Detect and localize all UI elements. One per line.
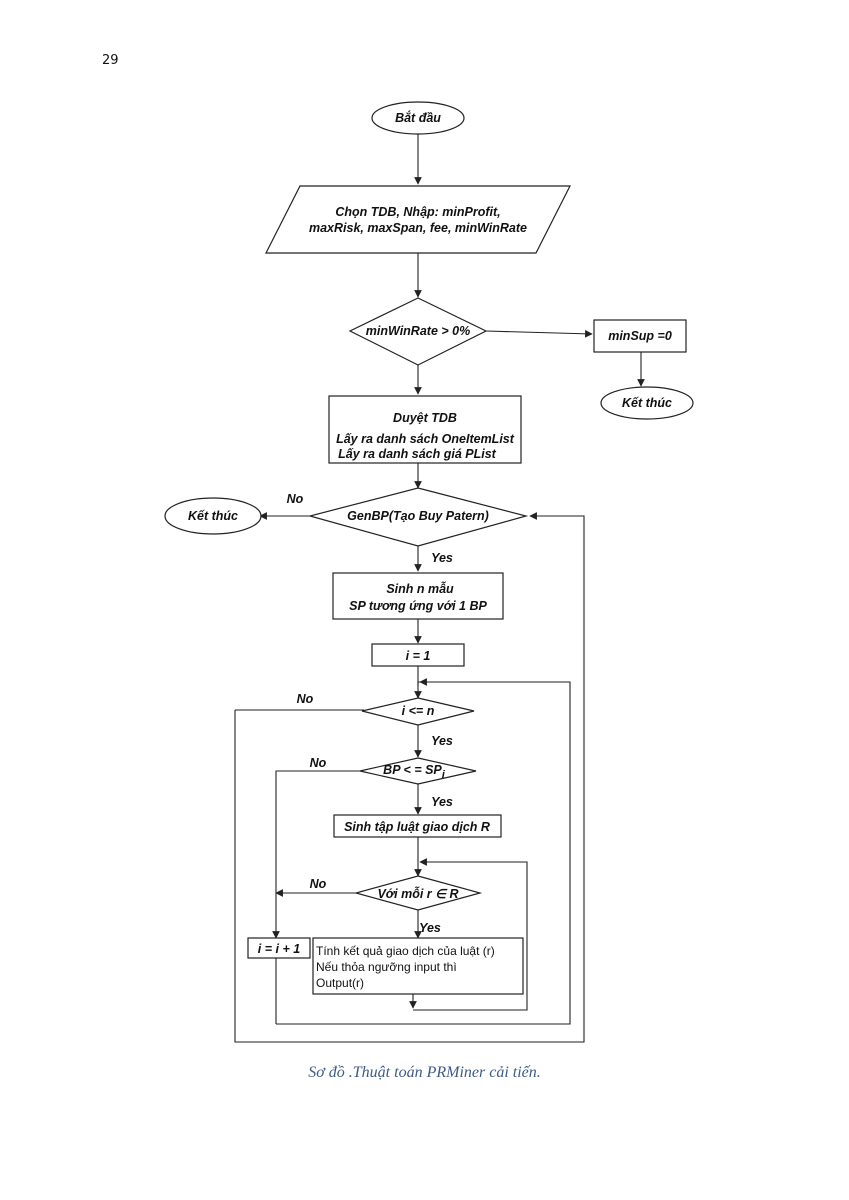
minsup-box — [593, 319, 687, 353]
init-i-box — [371, 643, 465, 667]
gen-rules-box — [333, 814, 502, 838]
genbp-yes-label: Yes — [431, 551, 453, 565]
compare-no-label: No — [310, 756, 327, 770]
decision-winrate-diamond — [348, 297, 488, 366]
input-line1: Chọn TDB, Nhập: minProfit, — [335, 205, 500, 219]
incr-i-label: i = i + 1 — [258, 942, 300, 956]
decision-bp-sp-label: BP < = SPi — [383, 763, 446, 781]
input-line2: maxRisk, maxSpan, fee, minWinRate — [309, 221, 527, 235]
each-yes-label: Yes — [419, 921, 441, 935]
incr-i-box — [247, 937, 311, 959]
input-parallelogram — [265, 185, 571, 254]
calc-box — [312, 937, 524, 995]
end-left-label: Kết thúc — [188, 509, 238, 523]
gen-rules-label: Sinh tập luật giao dịch R — [344, 820, 490, 834]
gen-line2: SP tương ứng với 1 BP — [349, 599, 487, 613]
arrow-compare-no — [272, 770, 362, 939]
scan-title: Duyệt TDB — [393, 411, 457, 425]
start-terminal — [371, 101, 465, 135]
gen-samples-box — [332, 572, 504, 620]
loop-yes-label: Yes — [431, 734, 453, 748]
decision-bp-sp-diamond — [359, 757, 477, 785]
start-label: Bắt đầu — [395, 110, 441, 125]
arrow-loop-back-genbp — [234, 512, 585, 1043]
decision-winrate-label: minWinRate > 0% — [366, 324, 470, 338]
minsup-label: minSup =0 — [608, 329, 672, 343]
compare-yes-label: Yes — [431, 795, 453, 809]
calc-line2: Nếu thỏa ngưỡng input thì — [316, 960, 457, 974]
scan-line1: Lấy ra danh sách OneItemList — [336, 432, 515, 446]
scan-box — [328, 395, 522, 464]
decision-each-r-label: Với mỗi r ∈ R — [377, 886, 458, 901]
decision-genbp-label: GenBP(Tạo Buy Patern) — [347, 509, 489, 523]
decision-i-le-n-label: i <= n — [402, 704, 435, 718]
calc-line3: Output(r) — [316, 976, 364, 990]
loop-no-label: No — [297, 692, 314, 706]
page-number: 29 — [102, 53, 119, 68]
decision-bp-sp-subscript: i — [442, 769, 446, 781]
end-right-label: Kết thúc — [622, 396, 672, 410]
init-i-label: i = 1 — [406, 649, 431, 663]
scan-line2: Lấy ra danh sách giá PList — [338, 447, 497, 461]
genbp-no-label: No — [287, 492, 304, 506]
each-no-label: No — [310, 877, 327, 891]
end-terminal-right — [600, 386, 694, 420]
gen-line1: Sinh n mẫu — [386, 581, 454, 596]
arrow-decision-to-minsup — [485, 329, 593, 338]
figure-caption: Sơ đồ .Thuật toán PRMiner cải tiến. — [308, 1064, 541, 1081]
end-terminal-left — [164, 497, 262, 535]
decision-bp-sp-text: BP < = SP — [383, 763, 442, 777]
decision-i-le-n-diamond — [361, 697, 475, 726]
connectors — [234, 134, 645, 1043]
decision-each-r-diamond — [353, 875, 483, 911]
calc-line1: Tính kết quả giao dịch của luật (r) — [316, 944, 495, 958]
decision-genbp-diamond — [307, 487, 529, 547]
arrow-loop-back-each — [413, 858, 528, 1011]
